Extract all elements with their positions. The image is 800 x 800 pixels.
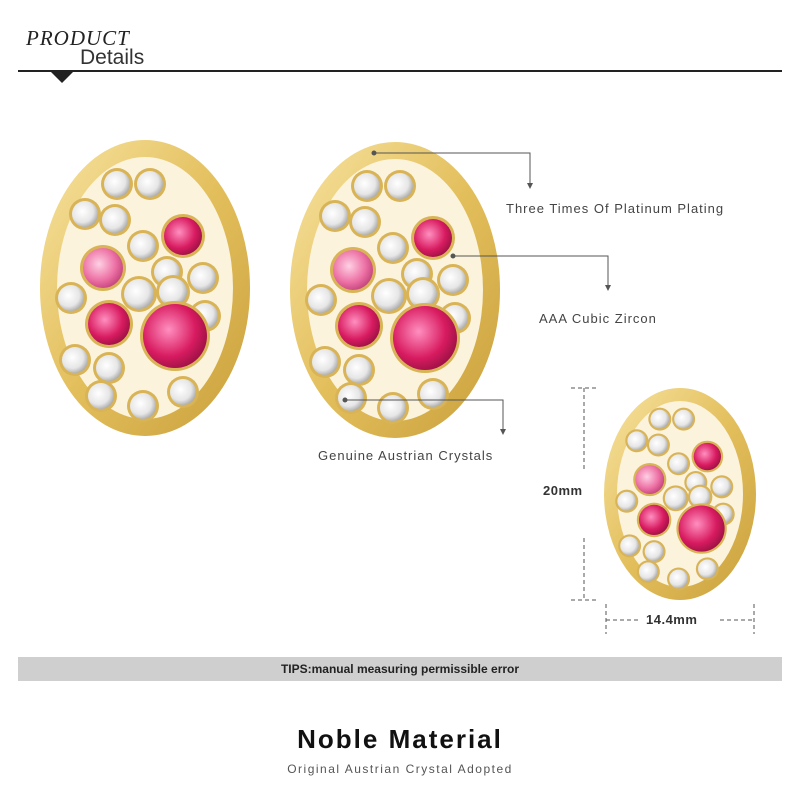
crystal-stone — [308, 287, 334, 313]
tips-text: TIPS:manual measuring permissible error — [280, 662, 520, 676]
crystal-stone — [137, 171, 163, 197]
footer-subtitle: Original Austrian Crystal Adopted — [287, 762, 513, 776]
crystal-stone — [669, 569, 688, 589]
crystal-stone — [669, 454, 688, 474]
pink-stone — [164, 217, 202, 255]
crystal-stone — [338, 385, 364, 411]
crystal-stone — [620, 536, 639, 556]
earring-small — [604, 388, 756, 600]
crystal-stone — [58, 285, 84, 311]
dimension-width: 14.4mm — [644, 612, 700, 627]
crystal-stone — [354, 173, 380, 199]
crystal-stone — [352, 209, 378, 235]
crystal-stone — [104, 171, 130, 197]
crystal-stone — [409, 280, 437, 308]
pink-stone — [414, 219, 452, 257]
crystal-stone — [72, 201, 98, 227]
crystal-stone — [322, 203, 348, 229]
details-heading: Details — [80, 46, 145, 69]
crystal-stone — [380, 395, 406, 421]
crystal-stone — [617, 491, 637, 511]
callout-zircon: AAA Cubic Zircon — [539, 311, 657, 326]
crystal-stone — [130, 393, 156, 419]
pink-stone — [638, 504, 670, 536]
crystal-stone — [644, 542, 664, 561]
crystal-stone — [387, 173, 413, 199]
crystal-stone — [650, 409, 670, 429]
crystal-stone — [380, 235, 406, 261]
crystal-stone — [698, 559, 717, 579]
crystal-stone — [96, 355, 122, 381]
pink-stone — [338, 305, 380, 347]
earring-middle — [290, 142, 500, 438]
crystal-stone — [62, 347, 88, 373]
crystal-stone — [664, 487, 687, 510]
pink-stone — [678, 505, 725, 552]
crystal-stone — [88, 383, 114, 409]
crystal-stone — [190, 265, 216, 291]
crystal-stone — [159, 278, 187, 306]
crystal-stone — [638, 562, 658, 582]
callout-line-plating — [374, 152, 531, 186]
crystal-stone — [102, 207, 128, 233]
crystal-stone — [346, 357, 372, 383]
pink-stone — [693, 442, 722, 471]
callout-lines — [342, 150, 611, 435]
pink-stone — [143, 304, 207, 368]
crystal-stone — [420, 381, 446, 407]
crystal-stone — [712, 477, 732, 497]
pink-stone — [635, 465, 665, 494]
crystal-stone — [170, 379, 196, 405]
header-pointer-icon — [50, 71, 74, 83]
dimension-height: 20mm — [541, 483, 585, 498]
pink-stone — [88, 303, 130, 345]
pink-stone — [333, 250, 373, 290]
tips-bar: TIPS:manual measuring permissible error — [18, 657, 782, 681]
dimension-lines — [571, 387, 755, 634]
crystal-stone — [440, 267, 466, 293]
earring-left — [40, 140, 250, 436]
footer-title: Noble Material — [297, 724, 503, 754]
crystal-stone — [124, 279, 154, 309]
crystal-stone — [674, 409, 693, 429]
callout-crystals: Genuine Austrian Crystals — [318, 448, 494, 463]
callout-line-zircon — [453, 255, 609, 288]
crystal-stone — [649, 435, 668, 455]
header-divider — [18, 70, 782, 72]
product-heading: PRODUCT — [26, 26, 130, 50]
callout-plating: Three Times Of Platinum Plating — [506, 201, 725, 216]
callout-line-crystals — [345, 399, 504, 432]
pink-stone — [83, 248, 123, 288]
pink-stone — [393, 306, 457, 370]
crystal-stone — [312, 349, 338, 375]
crystal-stone — [627, 431, 647, 451]
crystal-stone — [374, 281, 404, 311]
crystal-stone — [690, 486, 711, 507]
crystal-stone — [130, 233, 156, 259]
